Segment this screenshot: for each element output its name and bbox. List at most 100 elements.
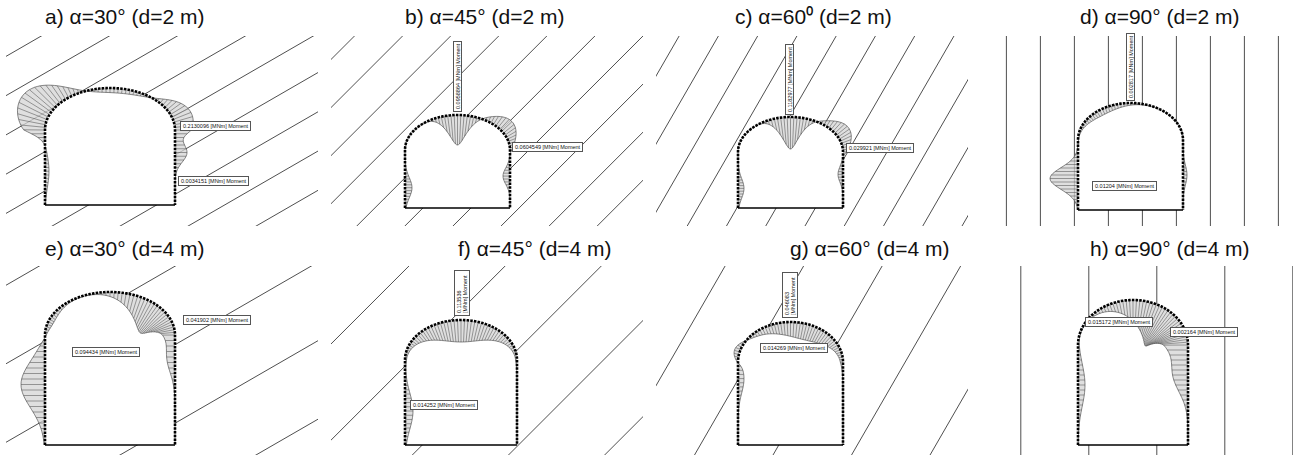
hatch-line <box>457 320 459 342</box>
hatch-line <box>454 320 456 342</box>
moment-value: 0.113536 [MNm] Moment <box>456 273 469 313</box>
hatch-line <box>465 116 468 137</box>
hatch-line <box>793 322 795 337</box>
moment-hatch <box>1050 103 1187 203</box>
moment-callout: 0.002817 [MNm] Moment <box>1126 33 1135 101</box>
hatch-line <box>26 401 45 402</box>
hatch-line <box>24 129 45 130</box>
hatch-line <box>1107 306 1110 312</box>
moment-value: 0.1182977 [MNm] Moment <box>787 47 793 112</box>
hatch-line <box>777 118 780 135</box>
hatch-line <box>468 116 471 131</box>
tunnel-lining <box>45 292 175 445</box>
joint-line <box>6 36 318 226</box>
hatch-line <box>1170 355 1188 356</box>
hatch-line <box>838 129 849 137</box>
hatch-line <box>170 106 184 115</box>
hatch-line <box>121 293 122 302</box>
joint-line <box>656 266 968 455</box>
hatch-line <box>166 346 175 347</box>
joint-line <box>656 266 929 455</box>
joint-line <box>6 36 318 226</box>
hatch-line <box>462 115 464 140</box>
hatch-line <box>175 137 184 138</box>
hatch-line <box>63 87 69 98</box>
hatch-line <box>461 320 462 342</box>
hatch-line <box>1116 302 1119 312</box>
joint-line <box>6 36 318 226</box>
joint-line <box>656 266 968 455</box>
hatch-line <box>132 296 138 315</box>
hatch-line <box>21 125 45 127</box>
joint-set <box>331 266 643 455</box>
hatch-line <box>57 86 65 100</box>
joint-set <box>981 36 1293 226</box>
joint-line <box>6 266 318 455</box>
joint-line <box>331 36 643 226</box>
hatch-line <box>175 160 184 161</box>
hatch-line <box>493 331 499 341</box>
joint-line <box>331 266 643 455</box>
hatch-line <box>828 341 835 347</box>
moment-value: 0.029921 [MNm] Moment <box>849 145 911 151</box>
tunnel-lining <box>738 322 843 445</box>
joint-line <box>656 36 968 226</box>
hatch-line <box>506 167 510 168</box>
hatch-line <box>790 322 791 336</box>
hatch-line <box>1050 178 1078 179</box>
joint-line <box>656 36 681 226</box>
tunnel-floor <box>45 204 175 206</box>
panel-title: g) α=60° (d=4 m) <box>790 236 949 261</box>
joint-line <box>656 36 968 226</box>
hatch-line <box>161 332 175 333</box>
hatch-line <box>781 323 783 335</box>
hatch-line <box>840 362 843 363</box>
joint-line <box>331 266 643 455</box>
joint-line <box>865 36 968 226</box>
hatch-line <box>469 321 472 342</box>
joint-line <box>656 36 740 226</box>
hatch-line <box>485 326 491 340</box>
tunnel-floor <box>738 444 843 446</box>
hatch-line <box>1055 171 1078 172</box>
hatch-line <box>798 323 800 339</box>
joint-line <box>1006 36 1007 226</box>
tunnel-lining <box>1078 103 1183 210</box>
hatch-line <box>1051 182 1078 183</box>
joint-line <box>6 36 318 226</box>
hatch-line <box>1078 405 1082 406</box>
joint-line <box>6 36 318 226</box>
joint-line <box>656 36 968 226</box>
moment-callout: 0.041902 [MNm] Moment <box>183 315 251 324</box>
joint-line <box>656 266 968 455</box>
hatch-line <box>410 343 414 346</box>
joint-line <box>656 36 968 226</box>
joint-line <box>331 36 628 226</box>
moment-value: 0.0958864 [MNm] Moment <box>455 44 461 109</box>
joint-line <box>953 36 968 226</box>
hatch-line <box>22 379 45 380</box>
hatch-line <box>24 373 45 374</box>
hatch-line <box>143 312 165 333</box>
joint-line <box>6 266 318 455</box>
hatch-line <box>159 330 175 333</box>
moment-value: 0.0034151 [MNm] Moment <box>181 178 246 184</box>
hatch-line <box>175 148 186 149</box>
hatch-line <box>55 312 58 315</box>
hatch-line <box>448 116 451 137</box>
panel-title: e) α=30° (d=4 m) <box>45 236 204 261</box>
joint-line <box>6 36 318 226</box>
joint-line <box>656 36 968 226</box>
joint-line <box>331 36 604 226</box>
joint-line <box>331 36 643 226</box>
moment-callout: 0.113536 [MNm] Moment <box>454 270 470 316</box>
hatch-line <box>130 295 134 311</box>
joint-line <box>6 36 318 226</box>
hatch-line <box>420 333 426 341</box>
joint-line <box>6 266 318 455</box>
hatch-line <box>1173 375 1188 376</box>
hatch-line <box>138 304 154 330</box>
